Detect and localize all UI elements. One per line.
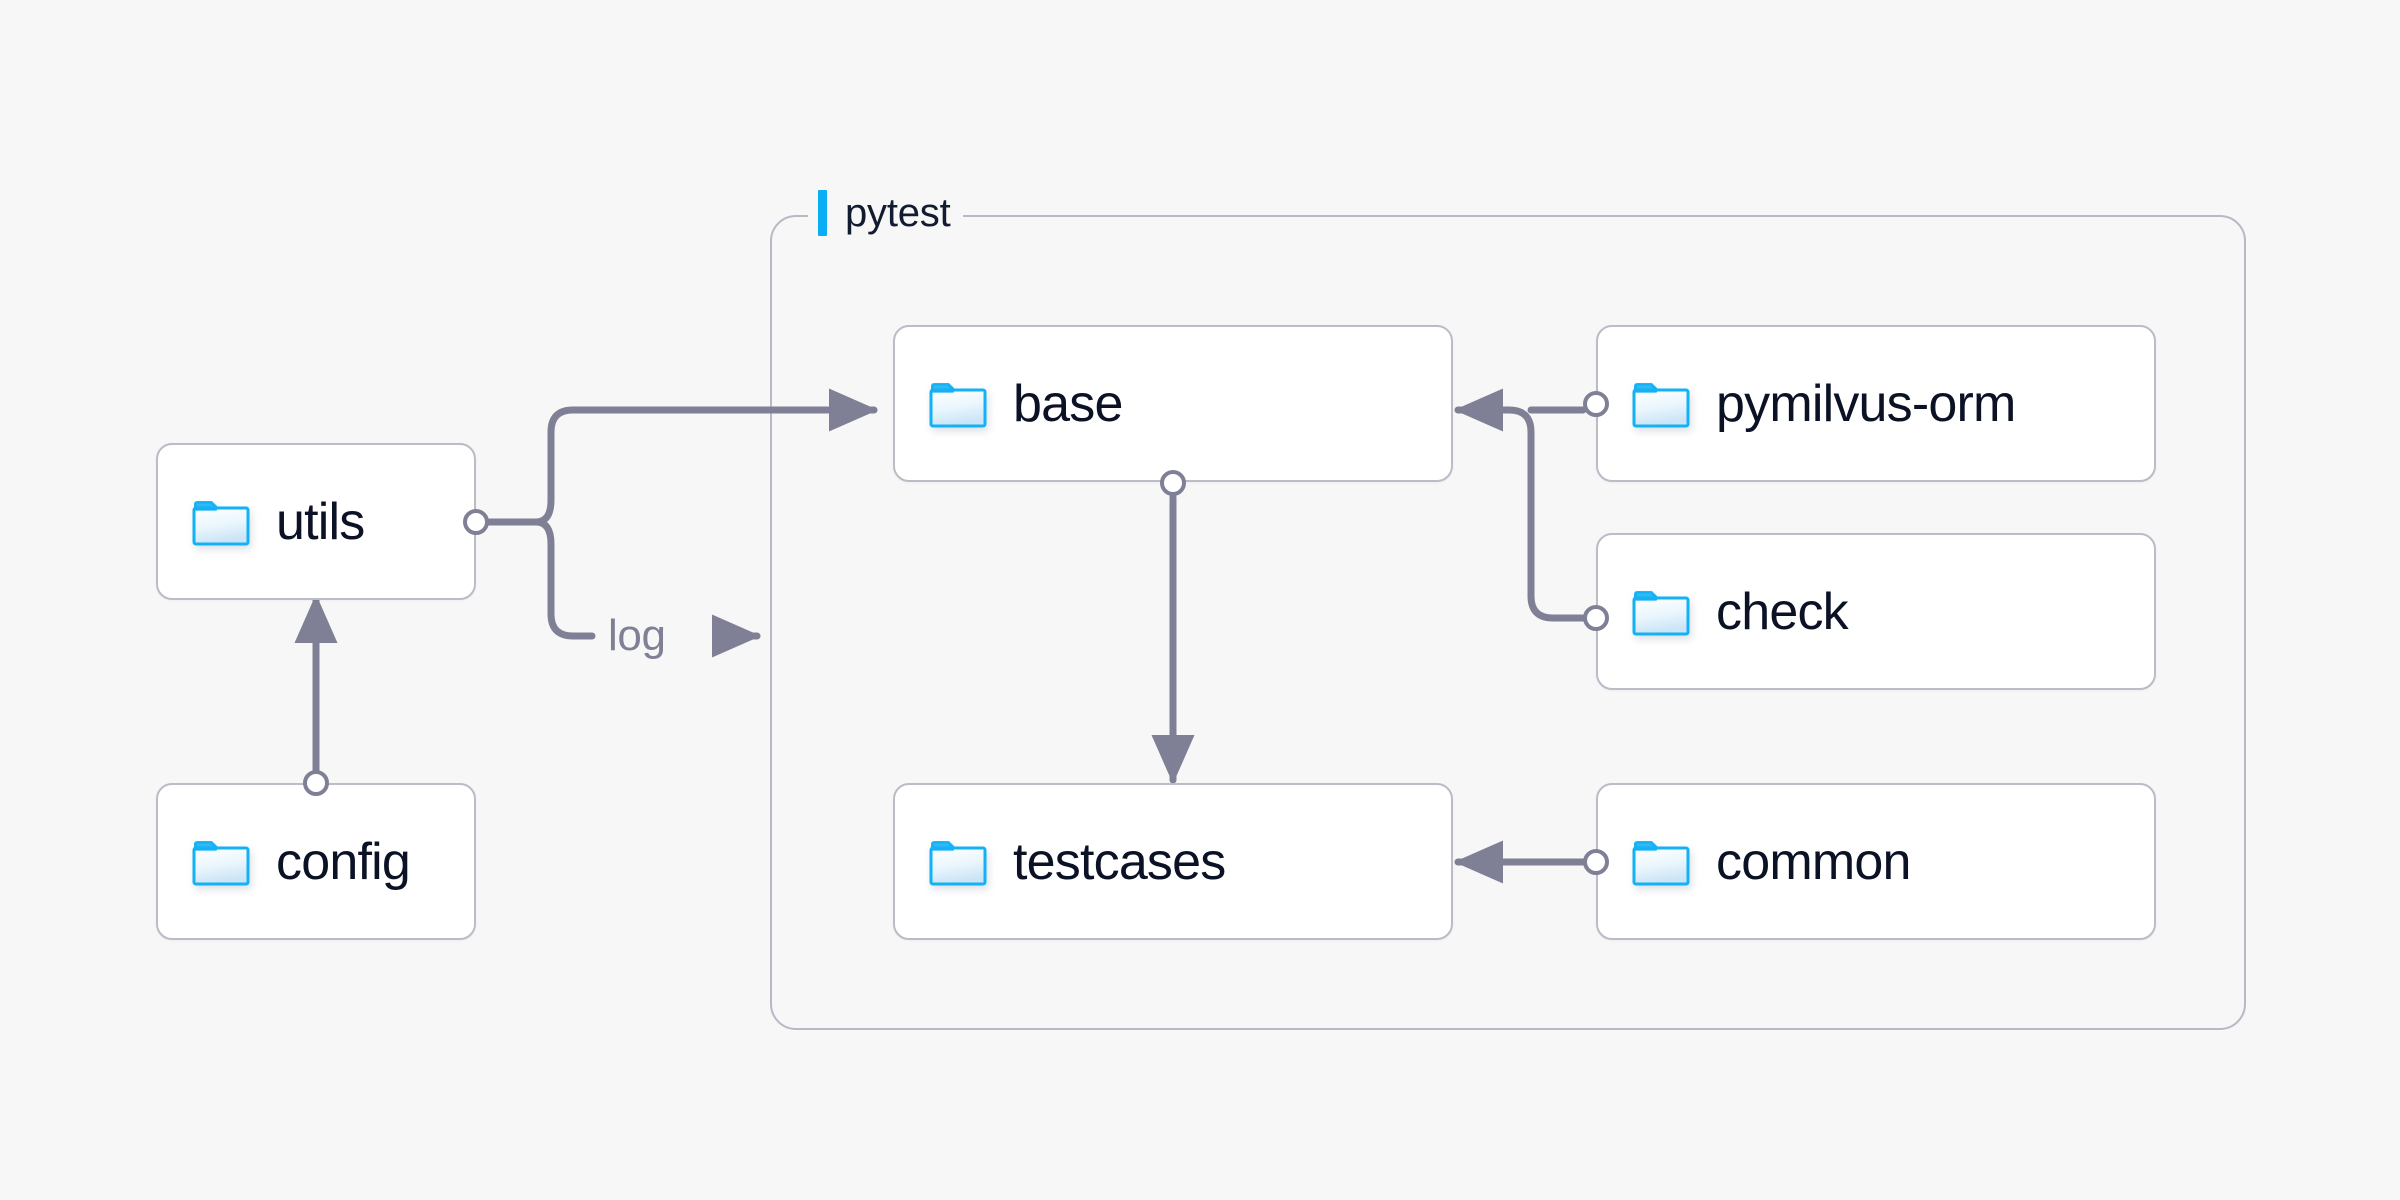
- node-config-content: config: [158, 832, 411, 891]
- node-pymilvus-orm-content: pymilvus-orm: [1598, 378, 2016, 430]
- node-check[interactable]: check: [1596, 533, 2156, 690]
- folder-icon: [1632, 838, 1690, 886]
- port-check-left[interactable]: [1583, 605, 1609, 631]
- port-pymilvus-orm-left[interactable]: [1583, 391, 1609, 417]
- edge-label-log: log: [598, 612, 676, 660]
- node-pymilvus-orm-label: pymilvus-orm: [1716, 374, 2016, 433]
- group-pytest-label: pytest: [808, 190, 963, 236]
- port-config-top[interactable]: [303, 770, 329, 796]
- node-testcases[interactable]: testcases: [893, 783, 1453, 940]
- edge-utils-log: [532, 518, 596, 640]
- node-common-content: common: [1598, 836, 1911, 888]
- node-config-label: config: [276, 832, 411, 891]
- node-base-content: base: [895, 378, 1123, 430]
- node-base-label: base: [1013, 374, 1123, 433]
- node-utils-content: utils: [158, 492, 365, 551]
- node-common[interactable]: common: [1596, 783, 2156, 940]
- group-pytest: [770, 215, 2246, 1030]
- folder-icon: [929, 380, 987, 428]
- port-base-bottom[interactable]: [1160, 470, 1186, 496]
- node-check-label: check: [1716, 582, 1849, 641]
- node-utils[interactable]: utils: [156, 443, 476, 600]
- folder-icon: [1632, 380, 1690, 428]
- folder-icon: [929, 838, 987, 886]
- folder-icon: [192, 498, 250, 546]
- accent-bar-icon: [818, 190, 827, 236]
- port-common-left[interactable]: [1583, 849, 1609, 875]
- node-testcases-content: testcases: [895, 832, 1226, 891]
- port-utils-right[interactable]: [463, 509, 489, 535]
- node-base[interactable]: base: [893, 325, 1453, 482]
- node-check-content: check: [1598, 582, 1849, 641]
- node-testcases-label: testcases: [1013, 832, 1226, 891]
- node-pymilvus-orm[interactable]: pymilvus-orm: [1596, 325, 2156, 482]
- node-utils-label: utils: [276, 492, 365, 551]
- group-pytest-label-text: pytest: [845, 191, 951, 235]
- node-config[interactable]: config: [156, 783, 476, 940]
- folder-icon: [1632, 588, 1690, 636]
- folder-icon: [192, 838, 250, 886]
- node-common-label: common: [1716, 832, 1911, 891]
